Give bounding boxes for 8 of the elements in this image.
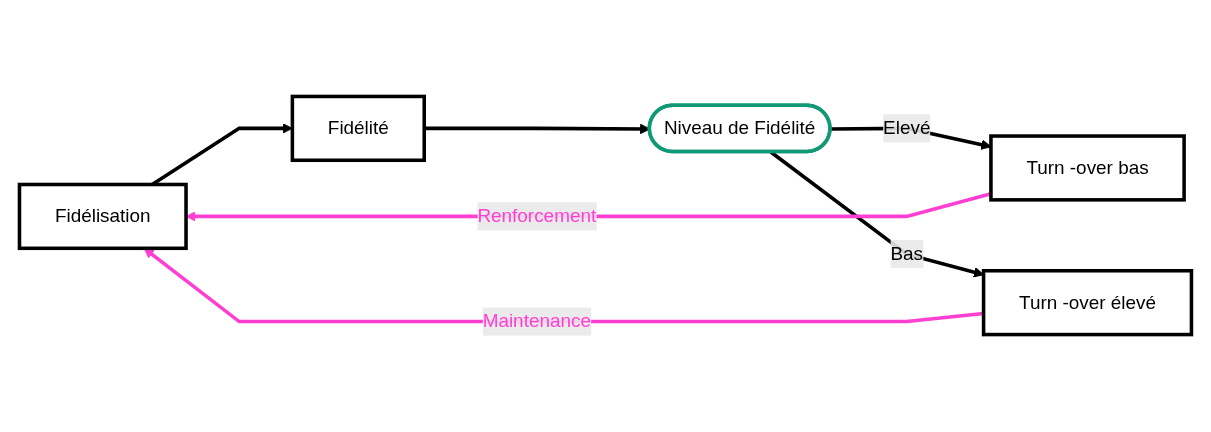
node-box: Turn -over élevé [981,268,1194,337]
edge-label: Bas [890,243,924,264]
edge-label: Elevé [883,117,931,138]
node-box: Fidélisation [17,182,188,250]
node-box: Fidélité [290,94,427,162]
edge-label: Maintenance [482,310,591,331]
node-box: Turn -over bas [989,134,1186,202]
edge-label: Renforcement [477,205,597,226]
